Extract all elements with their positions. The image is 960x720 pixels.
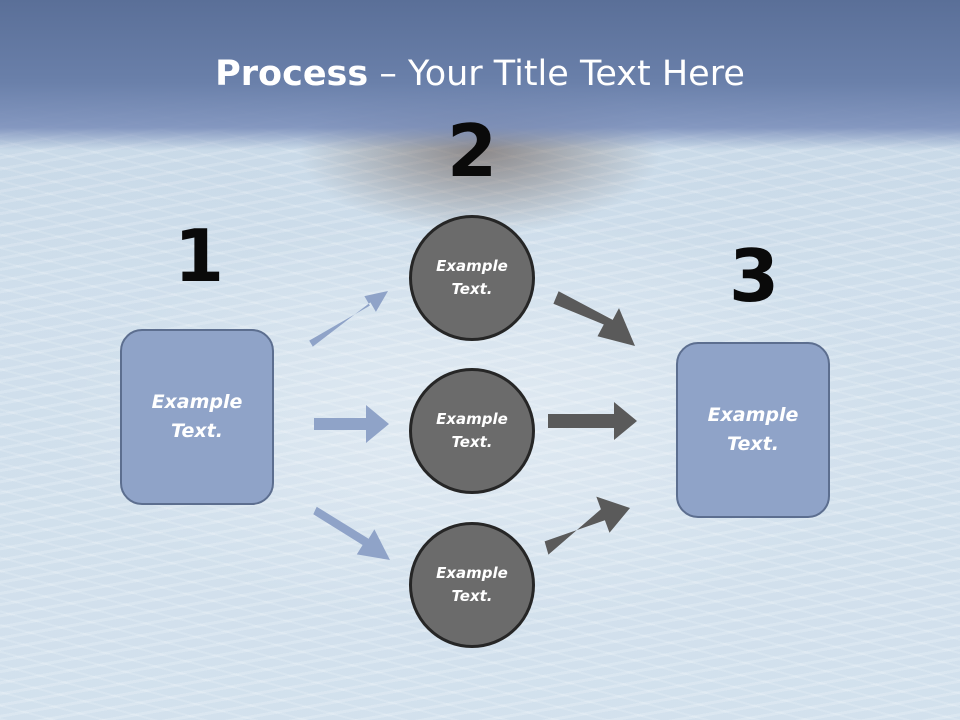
circle-bottom[interactable]: Example Text.	[409, 522, 535, 648]
circle-top-line2: Text.	[451, 280, 493, 298]
circle-middle[interactable]: Example Text.	[409, 368, 535, 494]
title-band	[0, 0, 960, 150]
right-box-line2: Text.	[727, 433, 779, 455]
arrow-right-up	[544, 496, 630, 555]
left-step-box-text: Example Text.	[142, 388, 252, 446]
title-rest: – Your Title Text Here	[368, 54, 745, 94]
title-bold: Process	[215, 54, 369, 94]
step-number-3: 3	[728, 234, 780, 318]
right-step-box-text: Example Text.	[698, 401, 808, 459]
circle-bottom-line1: Example	[436, 564, 508, 582]
arrow-left-down	[313, 506, 390, 560]
circle-bottom-text: Example Text.	[427, 562, 517, 608]
right-arrows	[544, 291, 637, 555]
circle-middle-line2: Text.	[451, 433, 493, 451]
left-box-line2: Text.	[171, 420, 223, 442]
circle-top-line1: Example	[436, 257, 508, 275]
arrow-right-down	[553, 291, 635, 346]
circle-bottom-line2: Text.	[451, 587, 493, 605]
circle-middle-text: Example Text.	[427, 408, 517, 454]
right-step-box[interactable]: Example Text.	[676, 342, 830, 518]
step-number-1: 1	[173, 214, 225, 298]
arrow-left-middle	[314, 405, 389, 443]
left-box-line1: Example	[151, 391, 243, 413]
left-arrows	[309, 291, 390, 560]
left-step-box[interactable]: Example Text.	[120, 329, 274, 505]
circle-middle-line1: Example	[436, 410, 508, 428]
arrow-right-middle	[548, 402, 637, 440]
step-number-2: 2	[446, 109, 498, 193]
arrow-left-up	[309, 291, 388, 347]
circle-top-text: Example Text.	[427, 255, 517, 301]
slide-title: Process – Your Title Text Here	[0, 52, 960, 96]
circle-top[interactable]: Example Text.	[409, 215, 535, 341]
right-box-line1: Example	[707, 404, 799, 426]
